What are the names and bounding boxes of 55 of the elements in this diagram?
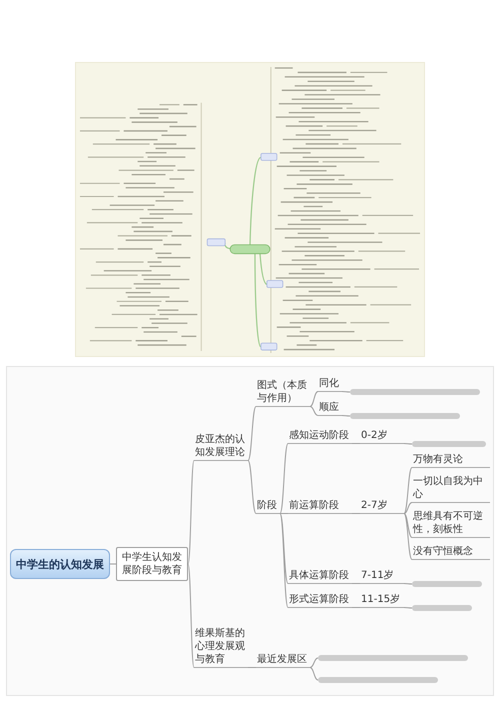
connector-line	[404, 607, 412, 608]
topic-label: 没有守恒概念	[412, 544, 490, 560]
topic-label: 7-11岁	[360, 568, 404, 584]
topic-label: 同化	[318, 376, 342, 392]
connector-line	[404, 502, 412, 514]
connector-line	[248, 667, 256, 668]
topic-label: 具体运算阶段	[288, 568, 352, 584]
mind-map-drawing	[75, 62, 425, 357]
topic-label: 图式（本质与作用）	[256, 378, 310, 407]
topic-label: 一切以自我为中心	[412, 474, 490, 503]
central-topic: 中学生的认知发展	[10, 549, 110, 579]
topic-label: 皮亚杰的认知发展理论	[194, 432, 248, 461]
connector-line	[352, 583, 360, 584]
text-placeholder-bar	[318, 655, 468, 661]
topic-label: 形式运算阶段	[288, 592, 352, 608]
topic-label: 维果斯基的心理发展观与教育	[194, 626, 248, 668]
topic-label: 2-7岁	[360, 498, 404, 514]
topic-box: 中学生认知发展阶段与教育	[116, 547, 188, 581]
connector-line	[342, 415, 350, 416]
topic-label: 11-15岁	[360, 592, 404, 608]
topic-label: 万物有灵论	[412, 452, 490, 468]
text-placeholder-bar	[412, 605, 472, 611]
connector-line	[310, 667, 318, 680]
connector-line	[188, 564, 194, 668]
topic-label: 感知运动阶段	[288, 428, 352, 444]
connector-line	[280, 443, 288, 514]
text-placeholder-bar	[350, 389, 480, 395]
topic-label: 阶段	[256, 498, 280, 514]
connector-line	[352, 443, 360, 444]
connector-line	[248, 460, 256, 514]
connector-line	[188, 460, 194, 564]
connector-line	[280, 513, 288, 514]
connector-line	[310, 391, 318, 407]
connector-line	[310, 658, 318, 668]
connector-line	[404, 443, 412, 444]
topic-label: 最近发展区	[256, 652, 310, 668]
connector-line	[342, 391, 350, 392]
connector-line	[404, 467, 412, 514]
topic-label: 思维具有不可逆性，刻板性	[412, 509, 490, 538]
connector-line	[404, 583, 412, 584]
connector-line	[248, 406, 256, 461]
connector-line	[280, 513, 288, 584]
connector-line	[404, 513, 412, 538]
connector-line	[404, 513, 412, 560]
topic-label: 0-2岁	[360, 428, 404, 444]
text-placeholder-bar	[350, 413, 460, 419]
connector-line	[280, 513, 288, 608]
connector-line	[352, 513, 360, 514]
topic-label: 顺应	[318, 400, 342, 416]
text-placeholder-bar	[412, 581, 482, 587]
connector-line	[352, 607, 360, 608]
topic-label: 前运算阶段	[288, 498, 352, 514]
text-placeholder-bar	[412, 441, 486, 447]
connector-line	[310, 406, 318, 416]
text-placeholder-bar	[318, 677, 438, 683]
